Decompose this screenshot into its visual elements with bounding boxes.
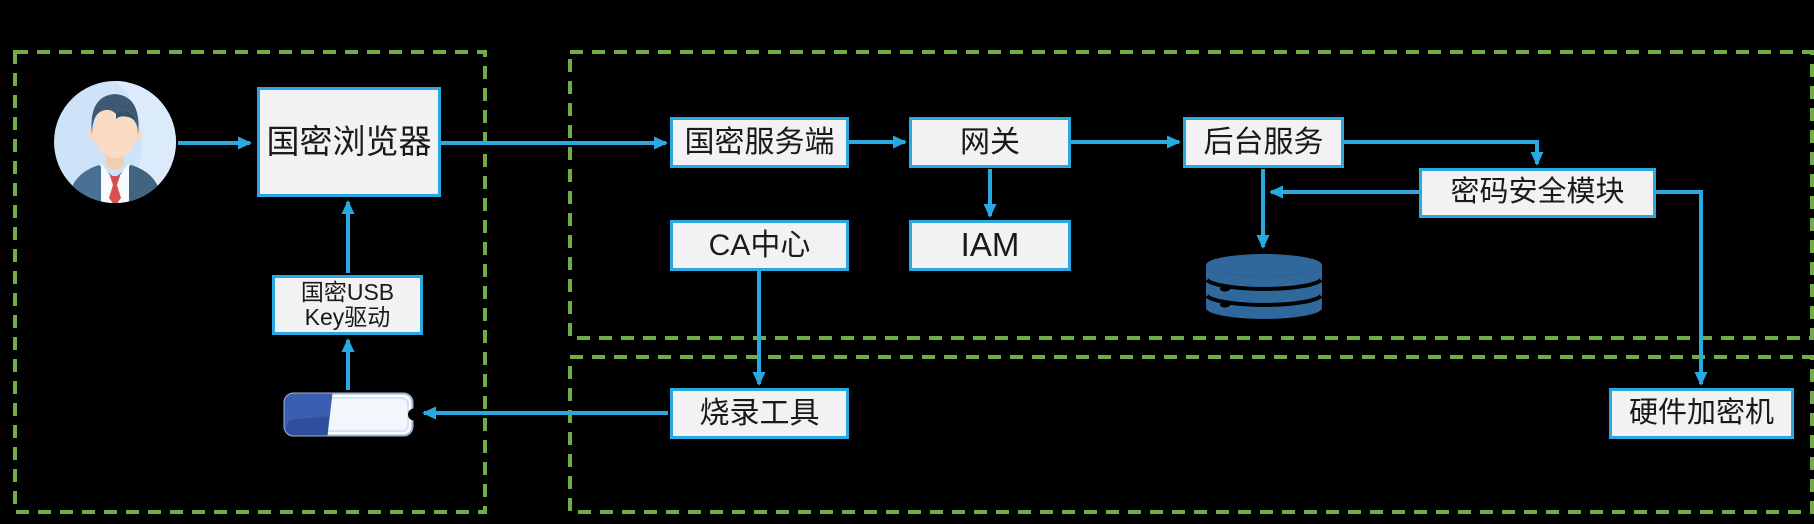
burning-tool-node: 烧录工具 xyxy=(670,388,849,439)
gm-usb-key-driver-label-line2: Key驱动 xyxy=(304,304,391,330)
hardware-encryptor-node: 硬件加密机 xyxy=(1609,388,1794,439)
database-icon xyxy=(1205,253,1323,320)
server-zone-border xyxy=(568,50,1814,340)
gateway-node: 网关 xyxy=(909,117,1071,168)
gm-browser-node: 国密浏览器 xyxy=(257,87,441,197)
backend-service-node: 后台服务 xyxy=(1183,117,1344,168)
client-zone-border xyxy=(13,50,487,514)
hardware-encryptor-label: 硬件加密机 xyxy=(1628,396,1774,429)
arrow-backend-to-crypto-module xyxy=(1344,140,1544,166)
gm-server-label: 国密服务端 xyxy=(684,126,835,159)
ca-center-label: CA中心 xyxy=(708,229,811,262)
iam-label: IAM xyxy=(960,226,1020,264)
backend-service-label: 后台服务 xyxy=(1203,126,1324,159)
arrow-crypto-module-to-hsm xyxy=(1655,190,1708,386)
usb-key-icon xyxy=(283,392,414,437)
burning-tool-label: 烧录工具 xyxy=(699,397,820,430)
gateway-label: 网关 xyxy=(960,126,1020,159)
user-avatar-icon xyxy=(54,81,176,203)
ca-center-node: CA中心 xyxy=(670,220,849,271)
gm-usb-key-driver-node: 国密USB Key驱动 xyxy=(272,275,423,335)
gm-usb-key-driver-label-line1: 国密USB xyxy=(300,278,395,305)
gm-browser-label: 国密浏览器 xyxy=(266,122,432,160)
crypto-security-module-node: 密码安全模块 xyxy=(1419,168,1656,218)
issuance-zone-border xyxy=(568,355,1814,514)
iam-node: IAM xyxy=(909,220,1071,271)
gm-server-node: 国密服务端 xyxy=(670,117,849,168)
crypto-security-module-label: 密码安全模块 xyxy=(1450,176,1625,209)
